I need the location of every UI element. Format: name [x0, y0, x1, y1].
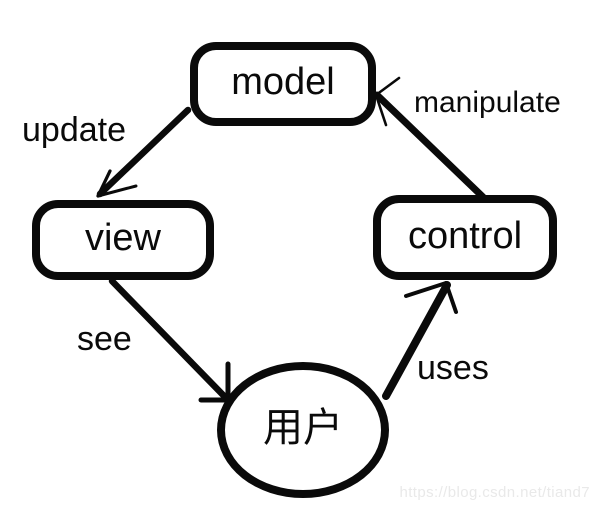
arrow-manipulate-shaft	[373, 91, 487, 201]
node-user: 用户	[217, 362, 389, 498]
node-control: control	[373, 195, 557, 280]
node-model: model	[190, 42, 376, 126]
arrow-see-shaft	[108, 277, 230, 402]
arrow-uses-barb-icon	[444, 281, 458, 314]
arrow-uses-barb-icon	[404, 281, 448, 298]
node-view-label: view	[84, 217, 162, 259]
arrow-update-barb-icon	[96, 184, 138, 198]
arrow-manipulate-barb-icon	[374, 93, 388, 127]
node-user-label: 用户	[263, 406, 343, 450]
arrow-uses-shaft	[382, 281, 451, 400]
arrow-manipulate-barb-icon	[374, 76, 401, 97]
node-model-label: model	[231, 61, 335, 103]
edge-label-uses: uses	[417, 349, 489, 387]
edge-label-see: see	[77, 320, 132, 358]
edge-label-update: update	[22, 111, 126, 149]
node-control-label: control	[407, 214, 523, 257]
edge-label-manipulate: manipulate	[414, 86, 561, 119]
node-view: view	[32, 200, 214, 280]
arrow-update-barb-icon	[96, 169, 112, 198]
arrow-update-shaft	[96, 106, 192, 198]
watermark: https://blog.csdn.net/tiand7	[399, 484, 590, 501]
